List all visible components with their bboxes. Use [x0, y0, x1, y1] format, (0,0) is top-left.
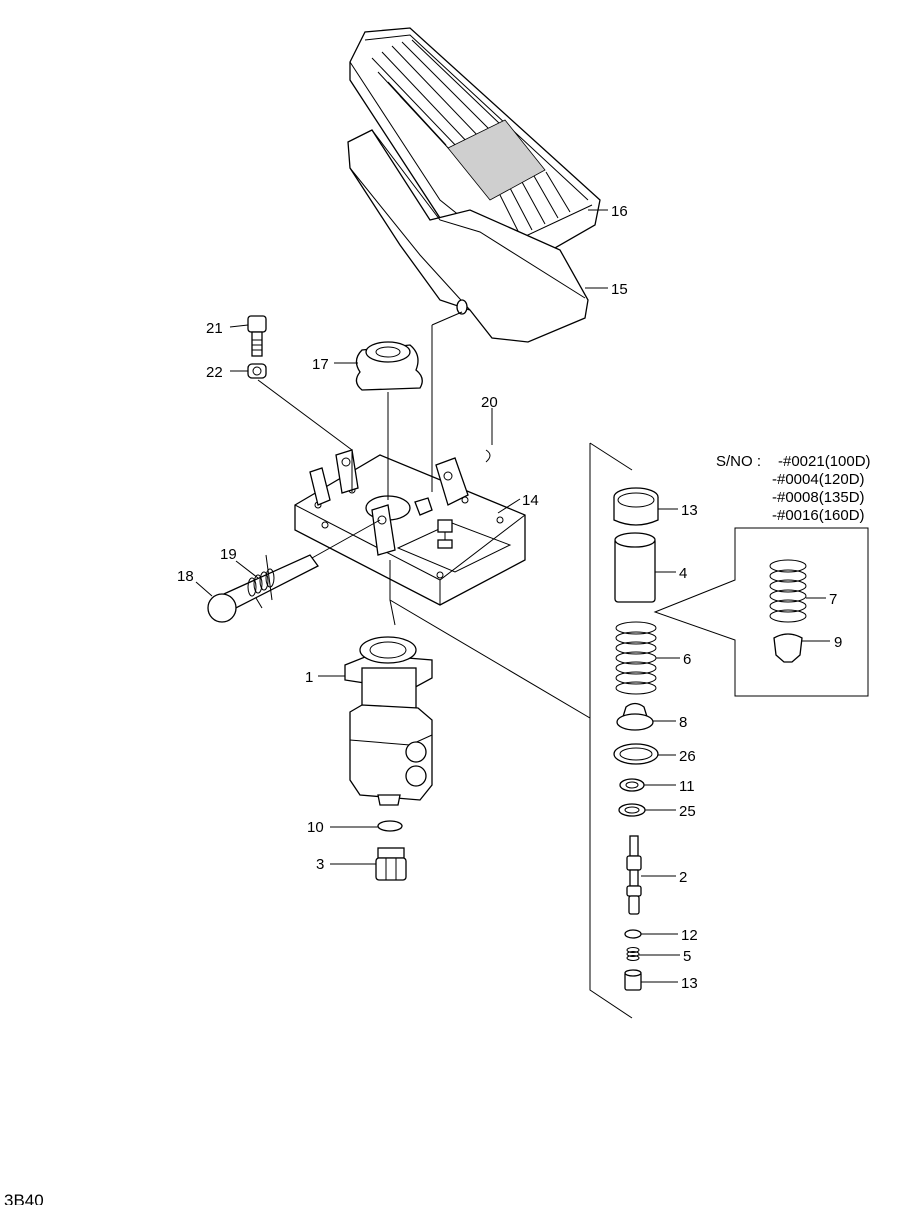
callout-21: 21: [206, 320, 223, 337]
serial-line-3: -#0008(135D): [772, 489, 865, 506]
callout-16: 16: [611, 203, 628, 220]
rubber-boot: [355, 341, 423, 391]
valve-body: [344, 636, 433, 806]
callout-5: 5: [683, 948, 691, 965]
serial-line-1: -#0021(100D): [778, 453, 871, 470]
serial-line-4: -#0016(160D): [772, 507, 865, 524]
detail-inset: [653, 527, 869, 697]
callout-19: 19: [220, 546, 237, 563]
callout-7: 7: [829, 591, 837, 608]
callout-3: 3: [316, 856, 324, 873]
serial-number-note: S/NO : -#0021(100D) -#0004(120D) -#0008(…: [716, 453, 871, 524]
callout-11: 11: [679, 778, 695, 795]
callout-labels: 16 15 21 22 17 20 14 19 18 1 10 3 13 4 7…: [177, 203, 842, 992]
callout-6: 6: [683, 651, 691, 668]
callout-1: 1: [305, 669, 313, 686]
callout-8: 8: [679, 714, 687, 731]
callout-20: 20: [481, 394, 498, 411]
assembly-bracket: [389, 442, 633, 1019]
callout-14: 14: [522, 492, 539, 509]
page-code: 3B40: [4, 1191, 44, 1205]
base-plate: [294, 449, 526, 606]
callout-17: 17: [312, 356, 329, 373]
bolt-and-nut: [247, 315, 267, 379]
pedal-pad: [349, 27, 601, 269]
callout-4: 4: [679, 565, 687, 582]
pedal-body: [347, 129, 589, 343]
callout-12: 12: [681, 927, 698, 944]
o-ring-and-plug: [375, 820, 407, 881]
callout-15: 15: [611, 281, 628, 298]
callout-22: 22: [206, 364, 223, 381]
callout-26: 26: [679, 748, 696, 765]
spool-parts-stack: [613, 487, 659, 991]
callout-9: 9: [834, 634, 842, 651]
serial-prefix: S/NO :: [716, 453, 761, 470]
callout-13-bottom: 13: [681, 975, 698, 992]
pedal-pin: [207, 554, 319, 623]
callout-2: 2: [679, 869, 687, 886]
callout-18: 18: [177, 568, 194, 585]
callout-13-top: 13: [681, 502, 698, 519]
serial-line-2: -#0004(120D): [772, 471, 865, 488]
callout-25: 25: [679, 803, 696, 820]
leader-lines: [195, 209, 830, 983]
callout-10: 10: [307, 819, 324, 836]
